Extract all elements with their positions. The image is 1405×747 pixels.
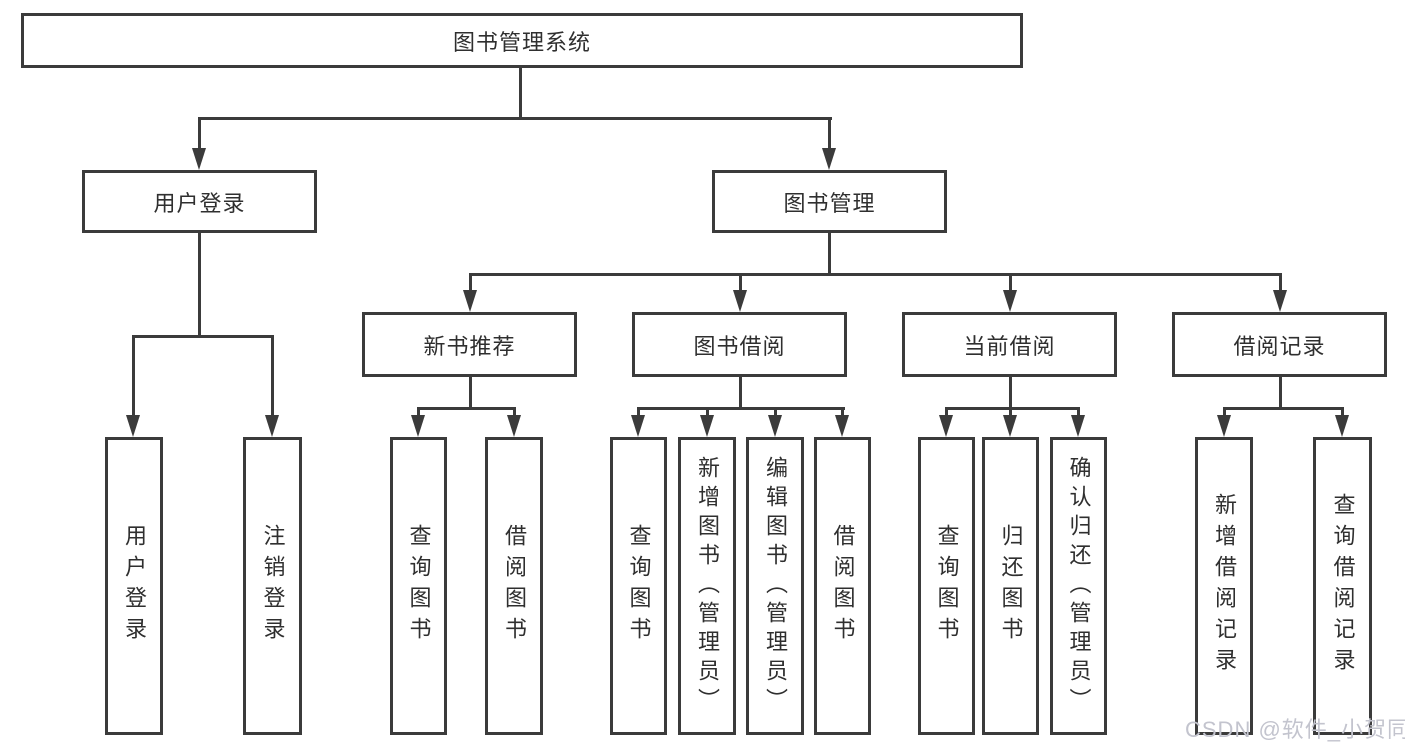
branch-box-book-management: 图书管理 (712, 170, 947, 233)
arrowhead-cb-confirm (1071, 415, 1085, 437)
arrowhead-user-login (192, 148, 206, 170)
connector-root-crossbar (198, 117, 832, 120)
leaf-box-borrow-books: 借阅图书 (814, 437, 871, 735)
arrowhead-bb-add (700, 415, 714, 437)
connector-newbook-stem (469, 377, 472, 407)
arrowhead-book-management (822, 148, 836, 170)
group-label-current-borrowing: 当前借阅 (963, 333, 1056, 359)
connector-drop-borrowing-records (1279, 273, 1282, 293)
connector-drop-leaf-user-login (132, 335, 135, 417)
leaf-box-confirm-return-admin: 确认归还（管理员） (1050, 437, 1107, 735)
arrowhead-borrowing-records (1273, 290, 1287, 312)
group-box-book-borrowing: 图书借阅 (632, 312, 847, 377)
connector-drop-br-query (1341, 407, 1344, 419)
connector-drop-current-borrowing (1009, 273, 1012, 293)
leaf-box-edit-books-admin: 编辑图书（管理员） (746, 437, 804, 735)
group-label-new-book-recommend: 新书推荐 (423, 333, 516, 359)
root-label: 图书管理系统 (452, 29, 591, 55)
arrowhead-nb-query (411, 415, 425, 437)
connector-bookmgmt-crossbar (469, 273, 1282, 276)
arrowhead-bb-query (631, 415, 645, 437)
connector-root-stem (519, 68, 522, 117)
branch-label-user-login: 用户登录 (153, 190, 246, 216)
branch-box-user-login: 用户登录 (82, 170, 317, 233)
group-box-borrowing-records: 借阅记录 (1172, 312, 1387, 377)
arrowhead-leaf-user-login (126, 415, 140, 437)
leaf-box-borrow-books-recommend: 借阅图书 (485, 437, 543, 735)
connector-drop-cb-query (945, 407, 948, 419)
arrowhead-new-book (463, 290, 477, 312)
leaf-box-query-borrow-record: 查询借阅记录 (1313, 437, 1372, 735)
group-box-new-book-recommend: 新书推荐 (362, 312, 577, 377)
leaf-box-query-books-current: 查询图书 (918, 437, 975, 735)
arrowhead-leaf-logout (265, 415, 279, 437)
connector-drop-nb-borrow (513, 407, 516, 419)
connector-drop-book-borrowing (739, 273, 742, 293)
branch-label-book-management: 图书管理 (783, 190, 876, 216)
arrowhead-current-borrowing (1003, 290, 1017, 312)
connector-drop-user-login (198, 117, 201, 152)
group-box-current-borrowing: 当前借阅 (902, 312, 1117, 377)
connector-drop-br-add (1223, 407, 1226, 419)
connector-bookborrow-stem (739, 377, 742, 407)
leaf-box-add-borrow-record: 新增借阅记录 (1195, 437, 1253, 735)
group-label-book-borrowing: 图书借阅 (693, 333, 786, 359)
connector-drop-cb-confirm (1077, 407, 1080, 419)
connector-bookmgmt-stem (828, 233, 831, 273)
connector-borrowrecord-stem (1279, 377, 1282, 407)
arrowhead-br-add (1217, 415, 1231, 437)
connector-userlogin-crossbar (132, 335, 274, 338)
root-box-library-management-system: 图书管理系统 (21, 13, 1023, 68)
leaf-box-logout: 注销登录 (243, 437, 302, 735)
group-label-borrowing-records: 借阅记录 (1233, 333, 1326, 359)
connector-bookborrow-crossbar (637, 407, 845, 410)
arrowhead-cb-return (1003, 415, 1017, 437)
connector-drop-book-management (828, 117, 831, 152)
connector-currentborrow-crossbar (945, 407, 1080, 410)
leaf-box-user-login: 用户登录 (105, 437, 163, 735)
leaf-box-return-books: 归还图书 (982, 437, 1039, 735)
connector-drop-new-book (469, 273, 472, 293)
connector-currentborrow-stem (1009, 377, 1012, 407)
connector-borrowrecord-crossbar (1223, 407, 1344, 410)
arrowhead-cb-query (939, 415, 953, 437)
arrowhead-nb-borrow (507, 415, 521, 437)
arrowhead-bb-borrow (835, 415, 849, 437)
arrowhead-bb-edit (768, 415, 782, 437)
leaf-box-query-books-borrowing: 查询图书 (610, 437, 667, 735)
arrowhead-br-query (1335, 415, 1349, 437)
connector-drop-leaf-logout (271, 335, 274, 417)
arrowhead-book-borrowing (733, 290, 747, 312)
connector-drop-bb-edit (774, 407, 777, 419)
connector-drop-bb-borrow (841, 407, 844, 419)
connector-userlogin-stem (198, 233, 201, 335)
connector-newbook-crossbar (417, 407, 516, 410)
leaf-box-add-books-admin: 新增图书（管理员） (678, 437, 736, 735)
leaf-box-query-books-recommend: 查询图书 (390, 437, 447, 735)
connector-drop-nb-query (417, 407, 420, 419)
connector-drop-cb-return (1009, 407, 1012, 419)
connector-drop-bb-query (637, 407, 640, 419)
connector-drop-bb-add (706, 407, 709, 419)
